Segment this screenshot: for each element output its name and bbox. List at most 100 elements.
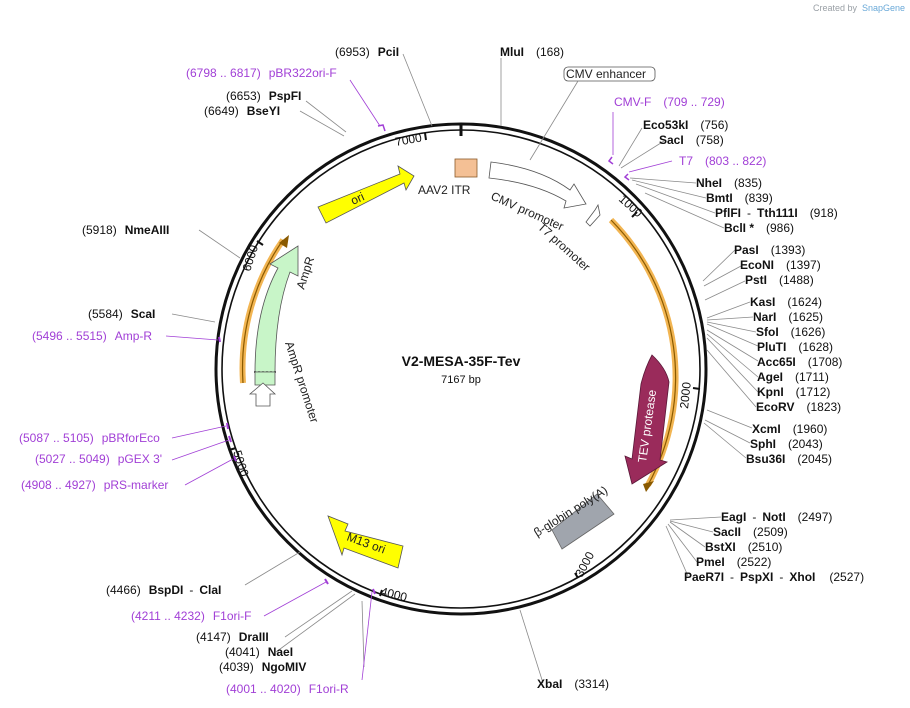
enzyme-leaders [171, 53, 759, 684]
enzyme-labels: (6953)PciI MluI(168) (6653)PspFI (6649)B… [82, 45, 864, 691]
enzyme-site[interactable]: KpnI(1712) [757, 385, 830, 399]
primer-mark-f1ori-r [372, 588, 376, 595]
orf-arc-tev-line [610, 219, 677, 486]
primer-site[interactable]: (5087 .. 5105)pBRforEco [19, 431, 160, 445]
enzyme-site[interactable]: PaeR7I-PspXI-XhoI(2527) [684, 570, 864, 584]
enzyme-site[interactable]: EcoNI(1397) [740, 258, 821, 272]
enzyme-site[interactable]: Bsu36I(2045) [746, 452, 832, 466]
enzyme-site[interactable]: SfoI(1626) [756, 325, 825, 339]
tick-3000 [574, 572, 579, 579]
primer-site[interactable]: CMV-F(709 .. 729) [614, 95, 725, 109]
aav2-itr-box[interactable] [454, 158, 478, 178]
enzyme-site[interactable]: (4147)DraIII [196, 630, 269, 644]
enzyme-site[interactable]: PluTI(1628) [757, 340, 833, 354]
credit-brand: SnapGene [862, 3, 905, 13]
primer-mark-prs-marker [233, 455, 237, 462]
enzyme-site[interactable]: XcmI(1960) [752, 422, 827, 436]
t7-promoter-arrow[interactable] [585, 203, 601, 227]
enzyme-site[interactable]: SacII(2509) [713, 525, 788, 539]
cmv-promoter-label: CMV promoter [489, 189, 566, 234]
m13-ori-arrow[interactable] [327, 515, 404, 569]
aav2-itr-label: AAV2 ITR [418, 183, 471, 197]
primer-site[interactable]: (5027 .. 5049)pGEX 3' [35, 452, 162, 466]
enzyme-site[interactable]: SacI(758) [659, 133, 724, 147]
cmv-enhancer-label: CMV enhancer [566, 67, 646, 81]
enzyme-site[interactable]: (4466)BspDI-ClaI [106, 583, 221, 597]
enzyme-site[interactable]: PasI(1393) [734, 243, 805, 257]
enzyme-site[interactable]: PstI(1488) [745, 273, 814, 287]
snapgene-credit: Created by SnapGene [813, 3, 905, 13]
tick-label-4000: 4000 [379, 584, 409, 604]
primer-site[interactable]: (4211 .. 4232)F1ori-F [131, 609, 252, 623]
primer-site[interactable]: (5496 .. 5515)Amp-R [32, 329, 152, 343]
enzyme-site[interactable]: NarI(1625) [753, 310, 823, 324]
plasmid-length: 7167 bp [441, 374, 481, 386]
enzyme-site[interactable]: SphI(2043) [750, 437, 823, 451]
primer-mark-pbr322ori-f [377, 124, 386, 132]
orf-arc-ampr-line [241, 239, 284, 384]
enzyme-site[interactable]: PmeI(2522) [696, 555, 771, 569]
ori-label: ori [349, 190, 367, 208]
enzyme-site[interactable]: AgeI(1711) [757, 370, 829, 384]
cmv-enhancer-leader [529, 80, 579, 161]
enzyme-site[interactable]: (6649)BseYI [204, 104, 280, 118]
beta-globin-polya-box[interactable] [551, 493, 615, 550]
tick-5000 [228, 447, 237, 451]
enzyme-site[interactable]: XbaI(3314) [537, 677, 609, 691]
enzyme-site[interactable]: PflFI-Tth111I(918) [715, 206, 838, 220]
ampr-tail [254, 371, 276, 386]
orf-arrowhead-ampr [279, 235, 289, 248]
credit-prefix: Created by [813, 3, 858, 13]
tick-6000 [256, 240, 264, 246]
enzyme-site[interactable]: BclI *(986) [724, 221, 794, 235]
enzyme-site[interactable]: (4041)NaeI [225, 645, 293, 659]
primer-mark-pgex3 [228, 435, 232, 443]
enzyme-site[interactable]: BstXI(2510) [705, 540, 782, 554]
enzyme-site[interactable]: Eco53kI(756) [643, 118, 728, 132]
enzyme-site[interactable]: BmtI(839) [706, 191, 773, 205]
primer-site[interactable]: (4001 .. 4020)F1ori-R [226, 682, 349, 696]
primer-mark-pbrforeco [226, 422, 229, 430]
primer-mark-f1ori-f [324, 578, 329, 585]
primer-leaders [165, 79, 673, 681]
tick-label-1000: 1000 [616, 192, 645, 220]
tick-2000 [692, 387, 701, 390]
enzyme-site[interactable]: KasI(1624) [750, 295, 822, 309]
tick-7000 [424, 132, 427, 141]
orf-highlights [239, 217, 679, 492]
primer-site[interactable]: (4908 .. 4927)pRS-marker [21, 478, 168, 492]
tick-4000 [379, 589, 383, 597]
primer-mark-t7 [623, 173, 630, 181]
primer-site[interactable]: (6798 .. 6817)pBR322ori-F [186, 66, 337, 80]
enzyme-site[interactable]: EcoRV(1823) [756, 400, 841, 414]
t7-promoter-label: T7 promoter [535, 220, 593, 274]
enzyme-site[interactable]: NheI(835) [696, 176, 762, 190]
primer-mark-cmv-f [607, 156, 614, 165]
primer-markers [218, 124, 630, 595]
ampr-promoter-arrow[interactable] [248, 382, 277, 407]
cmv-enhancer-promoter-arrow[interactable] [488, 161, 587, 209]
ampr-promoter-label: AmpR promoter [282, 340, 321, 425]
enzyme-site[interactable]: Acc65I(1708) [757, 355, 842, 369]
ampr-arrow[interactable] [254, 245, 299, 373]
cmv-enhancer-callout-box [563, 66, 656, 82]
plasmid-name: V2-MESA-35F-Tev [402, 353, 521, 369]
enzyme-site[interactable]: (5584)ScaI [88, 307, 155, 321]
enzyme-site[interactable]: (6653)PspFI [226, 89, 301, 103]
primer-labels: (6798 .. 6817)pBR322ori-F CMV-F(709 .. 7… [19, 66, 766, 696]
enzyme-site[interactable]: (6953)PciI [335, 45, 399, 59]
enzyme-site[interactable]: (5918)NmeAIII [82, 223, 169, 237]
enzyme-site[interactable]: MluI(168) [500, 45, 564, 59]
tick-1000 [631, 211, 638, 218]
enzyme-site[interactable]: EagI-NotI(2497) [721, 510, 832, 524]
tev-protease-arrow[interactable] [624, 354, 670, 485]
primer-mark-amp-r [218, 336, 221, 343]
orf-arrowhead-tev [643, 481, 654, 492]
tick-label-2000: 2000 [677, 381, 694, 409]
ori-arrow[interactable] [317, 165, 415, 224]
tick-label-6000: 6000 [240, 243, 262, 273]
enzyme-site[interactable]: (4039)NgoMIV [219, 660, 306, 674]
primer-site[interactable]: T7(803 .. 822) [679, 154, 766, 168]
features: ori AAV2 ITR CMV promoter CMV enhancer T… [248, 66, 670, 569]
